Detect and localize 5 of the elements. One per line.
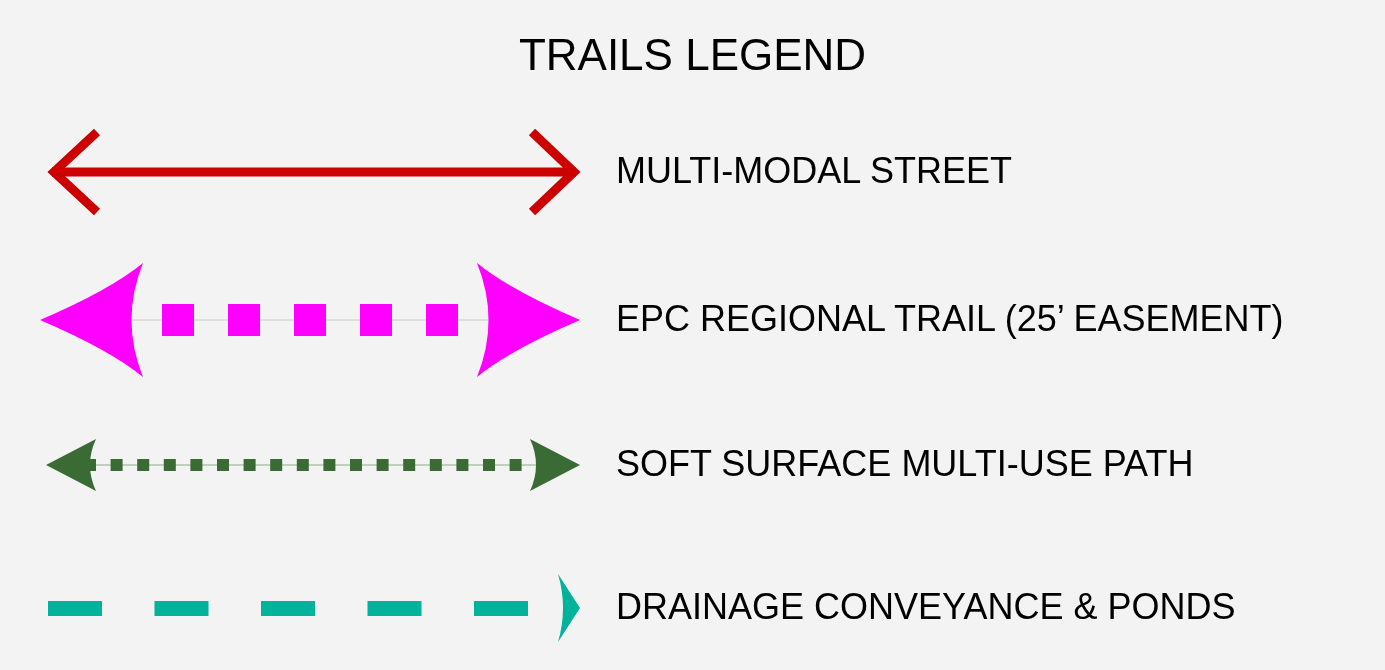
- legend-label: MULTI-MODAL STREET: [616, 150, 1013, 192]
- legend-label: SOFT SURFACE MULTI-USE PATH: [616, 443, 1194, 485]
- legend-label: DRAINAGE CONVEYANCE & PONDS: [616, 586, 1236, 628]
- legend-title: TRAILS LEGEND: [518, 30, 867, 80]
- legend-label: EPC REGIONAL TRAIL (25’ EASEMENT): [616, 298, 1284, 340]
